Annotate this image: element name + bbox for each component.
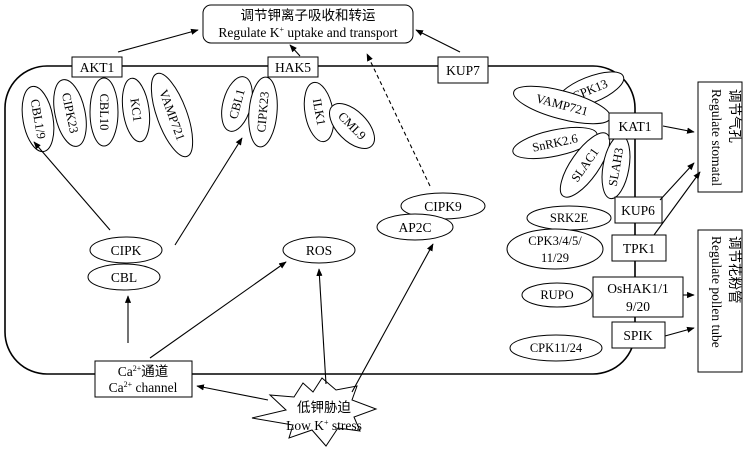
arrow-hak5-to-uptake [289, 44, 301, 57]
svg-text:HAK5: HAK5 [275, 60, 311, 75]
arrow-cipk9-to-uptake [366, 53, 431, 187]
kup6-box: KUP6 [614, 196, 663, 224]
arrow-tpk1-to-stomatal [653, 171, 701, 236]
svg-text:9/20: 9/20 [626, 299, 650, 314]
svg-text:SRK2E: SRK2E [550, 211, 589, 225]
svg-text:CBL10: CBL10 [97, 94, 111, 131]
vamp721-akt1-ellipse: VAMP721 [150, 72, 194, 158]
k-uptake-en: Regulate K+ uptake and transport [218, 25, 397, 40]
cbl19-ellipse: CBL1/9 [21, 85, 55, 153]
spik-box: SPIK [611, 321, 666, 349]
arrow-stress-to-ap2c [351, 243, 434, 393]
arrow-kup6-to-stomatal [659, 162, 695, 201]
svg-text:CIPK23: CIPK23 [254, 91, 272, 133]
svg-text:ROS: ROS [306, 243, 332, 258]
slah3-ellipse: SLAH3 [601, 134, 631, 200]
pollen-tube-box: 调节花粉管 Regulate pollen tube [697, 229, 743, 373]
k-uptake-zh: 调节钾离子吸收和转运 [241, 7, 376, 23]
cbl1-ellipse: CBL1 [221, 76, 253, 132]
svg-text:CIPK9: CIPK9 [424, 199, 462, 214]
arrow-kat1-to-stomatal [662, 125, 695, 134]
kc1-ellipse: KC1 [121, 77, 151, 143]
ros-ellipse: ROS [282, 236, 356, 264]
stomatal-en: Regulate stomatal [709, 89, 724, 186]
svg-text:TPK1: TPK1 [623, 241, 655, 256]
arrow-ca-to-ros [149, 261, 287, 359]
svg-text:CBL: CBL [111, 270, 137, 285]
cbl-ellipse: CBL [87, 263, 161, 291]
svg-text:CIPK: CIPK [111, 243, 142, 258]
svg-text:ILK1: ILK1 [310, 97, 328, 126]
cpk11-24-ellipse: CPK11/24 [509, 334, 603, 362]
hak5-box: HAK5 [267, 56, 319, 78]
stomatal-box: 调节气孔 Regulate stomatal [697, 81, 743, 193]
ca-channel-zh: Ca2+通道 [118, 364, 169, 379]
svg-text:CPK11/24: CPK11/24 [530, 341, 583, 355]
svg-text:KC1: KC1 [127, 97, 144, 122]
arrow-akt1-to-uptake [117, 28, 199, 53]
k-uptake-box: 调节钾离子吸收和转运 Regulate K+ uptake and transp… [202, 4, 414, 44]
arrow-spik-to-pollen [664, 326, 695, 337]
svg-text:AP2C: AP2C [398, 220, 431, 235]
arrow-cipk-to-akt1 [33, 141, 111, 231]
svg-text:OsHAK1/1: OsHAK1/1 [607, 281, 669, 296]
rupo-ellipse: RUPO [521, 282, 593, 308]
svg-text:SLAH3: SLAH3 [606, 147, 627, 188]
cipk-ellipse: CIPK [89, 236, 163, 264]
srk2e-ellipse: SRK2E [526, 205, 612, 231]
akt1-box: AKT1 [71, 56, 123, 78]
arrow-stress-to-ca [196, 384, 269, 401]
snrk26-ellipse: SnRK2.6 [512, 126, 598, 160]
cipk23-hak5-ellipse: CIPK23 [248, 76, 278, 148]
cbl10-ellipse: CBL10 [89, 77, 119, 147]
ap2c-ellipse: AP2C [376, 213, 454, 241]
pollen-tube-en: Regulate pollen tube [709, 236, 724, 348]
arrow-kup7-to-uptake [415, 29, 461, 53]
svg-text:KUP6: KUP6 [621, 203, 655, 218]
low-k-stress-en: Low K+ stress [286, 418, 362, 433]
stomatal-zh: 调节气孔 [727, 89, 742, 143]
low-k-stress-zh: 低钾胁迫 [297, 400, 351, 415]
cpk3-4-5-11-29-ellipse: CPK3/4/5/ 11/29 [506, 228, 604, 270]
low-k-stress-burst: 低钾胁迫 Low K+ stress [251, 377, 378, 447]
tpk1-box: TPK1 [611, 234, 667, 262]
ca-channel-en: Ca2+ channel [109, 380, 178, 395]
ca-channel-box: Ca2+通道 Ca2+ channel [94, 360, 193, 398]
cipk23-akt1-ellipse: CIPK23 [53, 79, 87, 147]
svg-text:CBL1/9: CBL1/9 [28, 98, 49, 140]
cipk9-ellipse: CIPK9 [400, 192, 486, 220]
vamp721-kat1-ellipse: VAMP721 [513, 85, 611, 125]
oshak-box: OsHAK1/1 9/20 [592, 276, 684, 318]
ilk1-ellipse: ILK1 [303, 81, 335, 143]
kat1-box: KAT1 [608, 112, 663, 140]
svg-text:11/29: 11/29 [541, 251, 569, 265]
svg-text:RUPO: RUPO [540, 288, 573, 302]
arrow-stress-to-ros [316, 268, 327, 385]
svg-text:SPIK: SPIK [623, 328, 653, 343]
arrow-cipk-to-hak5 [174, 137, 243, 246]
svg-text:AKT1: AKT1 [80, 60, 115, 75]
svg-text:CPK3/4/5/: CPK3/4/5/ [528, 234, 582, 248]
svg-text:KAT1: KAT1 [619, 119, 652, 134]
kup7-box: KUP7 [437, 56, 489, 84]
svg-text:KUP7: KUP7 [446, 63, 480, 78]
pollen-tube-zh: 调节花粉管 [727, 236, 742, 304]
